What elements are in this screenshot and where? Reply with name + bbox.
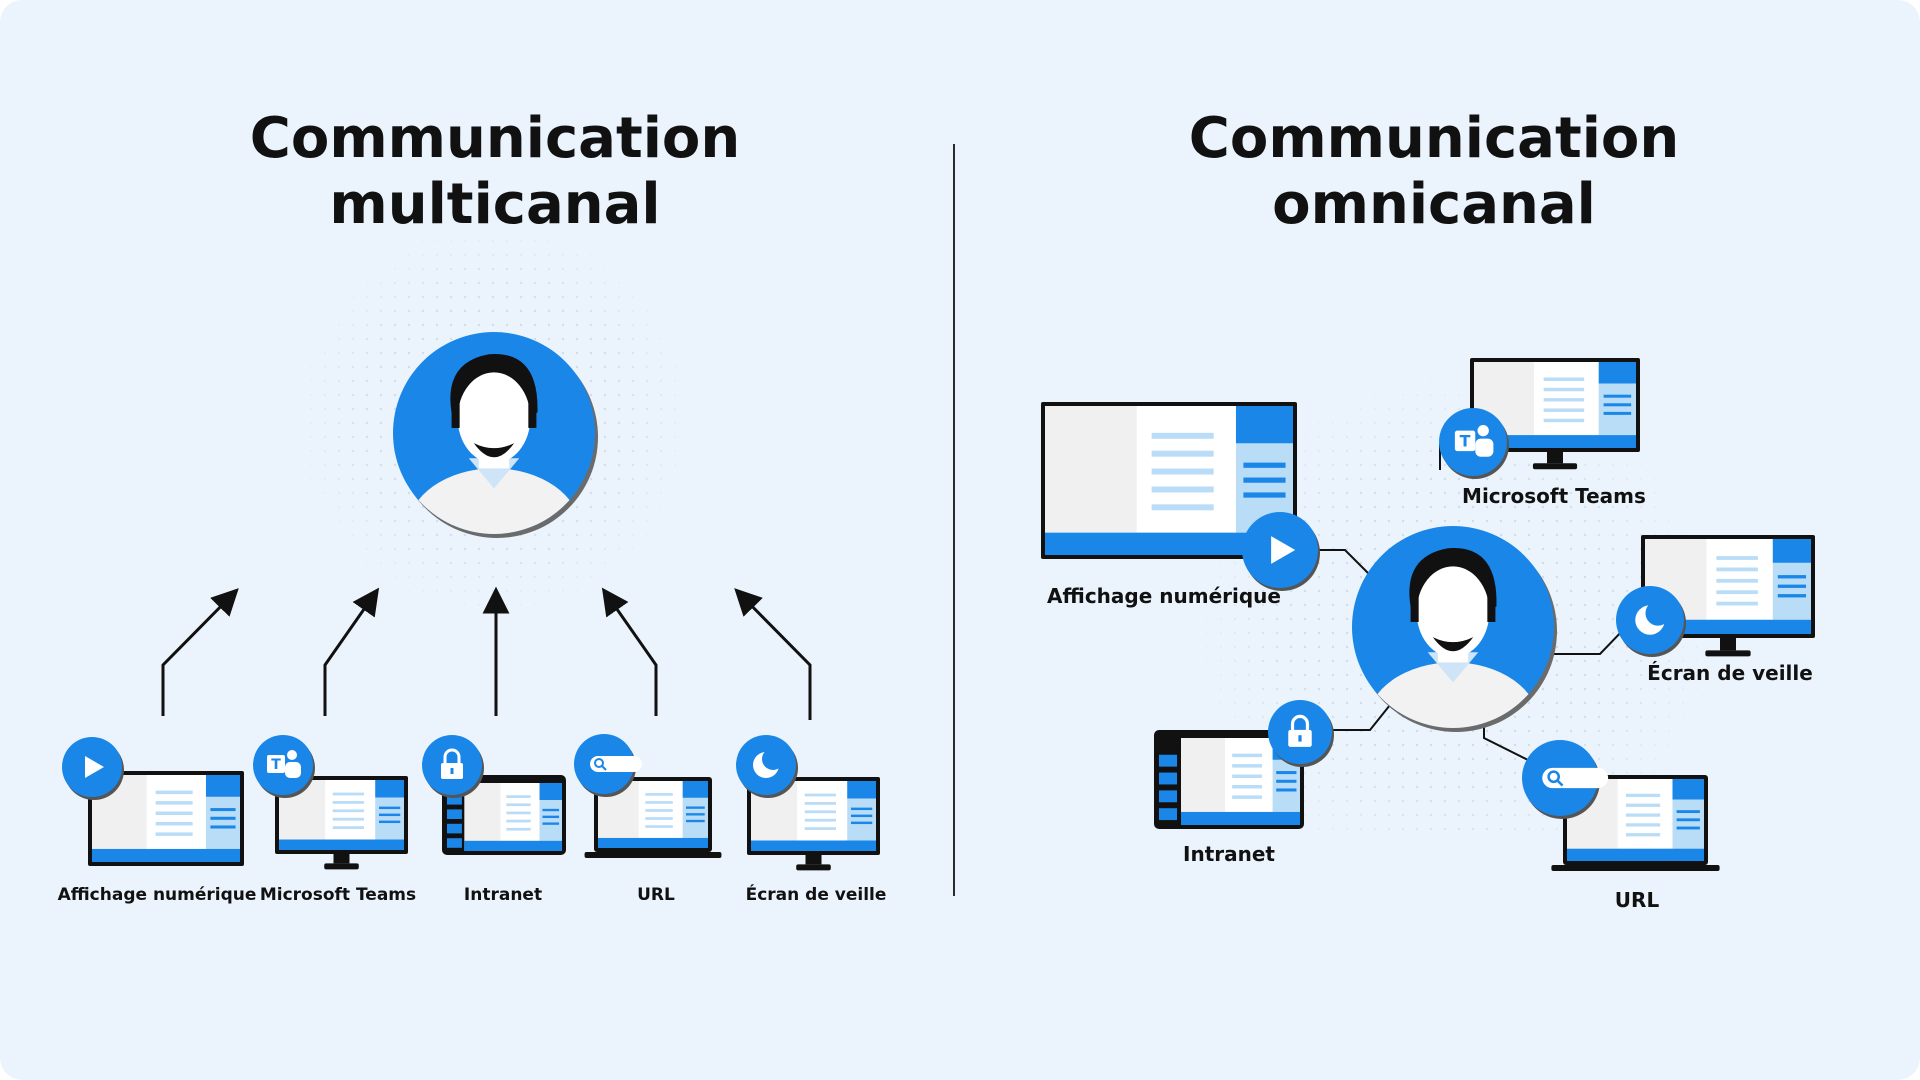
teams-icon: T (1439, 408, 1509, 479)
search-icon (1522, 740, 1609, 819)
right-label-intranet: Intranet (1183, 842, 1275, 866)
left-label-intranet: Intranet (464, 885, 542, 905)
person-avatar-right (1352, 526, 1557, 732)
right-device-desktop (1616, 535, 1815, 657)
arrow-5 (734, 588, 812, 720)
left-devices: T (62, 734, 880, 871)
teams-icon: T (253, 735, 315, 798)
left-device-tv (62, 737, 244, 866)
right-title-line1: Communication (1188, 106, 1680, 171)
connector-intranet (1330, 704, 1391, 731)
right-label-url: URL (1615, 888, 1660, 912)
left-device-tablet (422, 735, 566, 855)
left-labels: Affichage numérique Microsoft Teams Intr… (58, 883, 887, 905)
left-title-line1: Communication (249, 106, 741, 171)
left-label-affichage: Affichage numérique (58, 885, 257, 905)
lock-icon (422, 735, 484, 798)
avatar-face (457, 372, 531, 464)
right-devices: T (1041, 358, 1815, 871)
moon-icon (736, 735, 798, 798)
right-title: Communication omnicanal (1124, 106, 1744, 238)
right-device-tv (1041, 402, 1320, 591)
left-label-veille: Écran de veille (746, 883, 887, 905)
avatar-shirt (1367, 662, 1539, 728)
right-device-tablet (1154, 700, 1334, 829)
right-labels: Affichage numérique Microsoft Teams Écra… (1047, 484, 1813, 912)
person-avatar-left (393, 332, 598, 538)
moon-icon (1616, 586, 1686, 657)
connector-veille (1552, 627, 1626, 655)
right-device-desktop: T (1439, 358, 1640, 479)
connector-affichage (1315, 549, 1376, 581)
svg-text:T: T (271, 757, 281, 773)
avatar-face (1416, 566, 1490, 658)
left-device-desktop (736, 735, 880, 871)
left-label-teams: Microsoft Teams (260, 885, 416, 905)
avatar-shirt (408, 468, 580, 534)
play-icon (1242, 512, 1320, 591)
avatar-beard (1432, 637, 1474, 652)
left-label-url: URL (637, 885, 675, 905)
right-device-laptop (1522, 740, 1720, 871)
left-title: Communication multicanal (195, 106, 795, 238)
right-label-affichage: Affichage numérique (1047, 584, 1281, 608)
search-icon (574, 734, 642, 797)
avatar-beard (473, 443, 515, 458)
left-arrows (161, 586, 812, 720)
arrow-4 (601, 587, 658, 716)
left-device-laptop (574, 734, 722, 858)
right-title-line2: omnicanal (1272, 172, 1596, 237)
arrow-1 (161, 588, 239, 716)
svg-text:T: T (1460, 432, 1471, 451)
section-divider (953, 144, 955, 896)
arrow-2 (323, 587, 380, 716)
play-icon (62, 737, 124, 800)
right-label-teams: Microsoft Teams (1462, 484, 1646, 508)
lock-icon (1268, 700, 1334, 767)
left-device-desktop: T (253, 735, 408, 870)
right-label-veille: Écran de veille (1647, 661, 1813, 685)
